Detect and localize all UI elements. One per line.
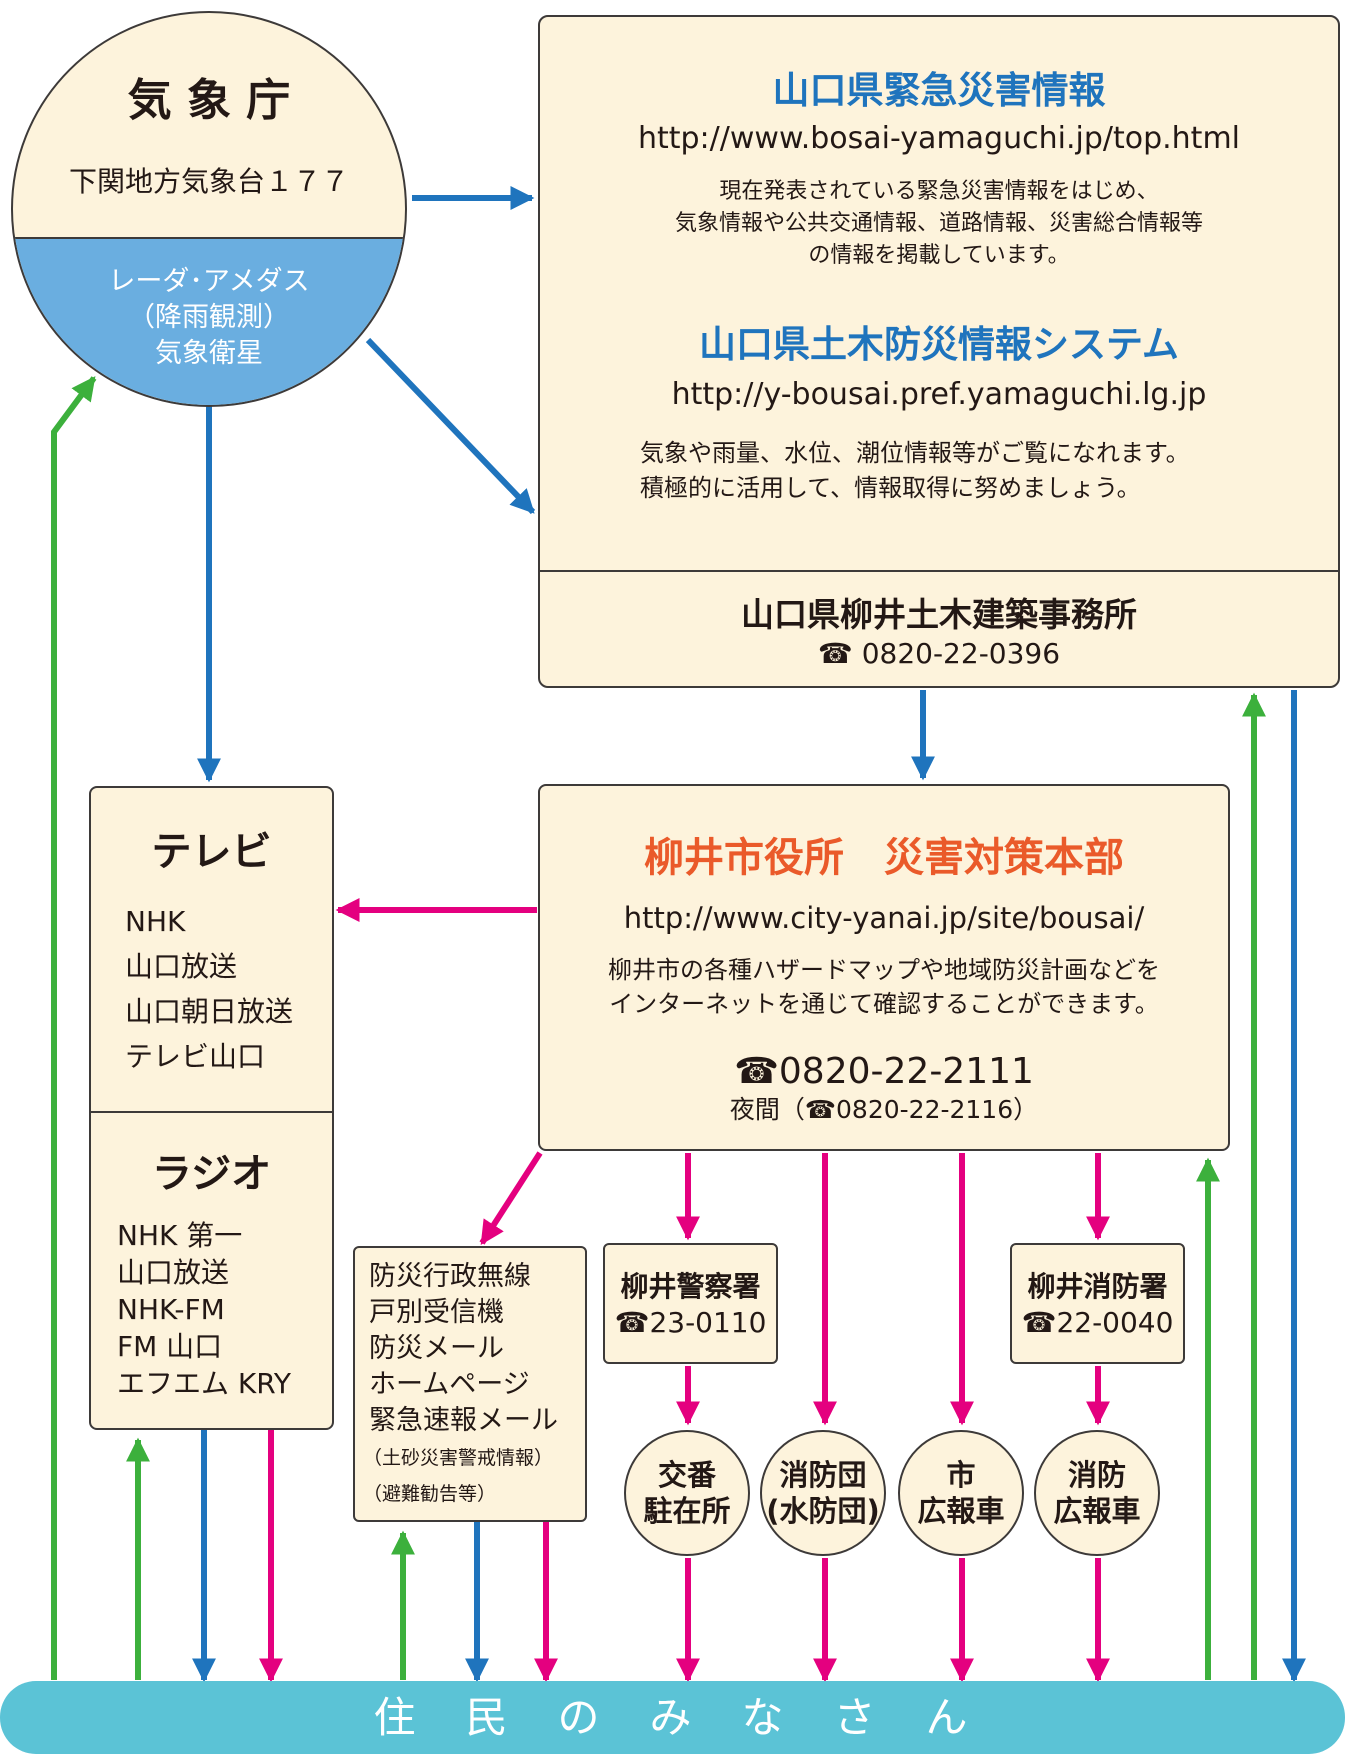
pref-emergency-url[interactable]: http://www.bosai-yamaguchi.jp/top.html [637, 121, 1241, 156]
koban-label-line1: 交番 [657, 1458, 716, 1492]
prefecture-info-box: 山口県緊急災害情報 http://www.bosai-yamaguchi.jp/… [538, 15, 1340, 688]
pref-doboku-url[interactable]: http://y-bousai.pref.yamaguchi.lg.jp [671, 377, 1207, 412]
fire-station-name: 柳井消防署 [1027, 1270, 1168, 1303]
pref-office-phone: ☎ 0820-22-0396 [817, 637, 1061, 670]
jma-title: 気 象 庁 [127, 75, 291, 126]
comm-channels-box: 防災行政無線 戸別受信機 防災メール ホームページ 緊急速報メール （土砂災害警… [353, 1246, 587, 1522]
jma-subtitle: 下関地方気象台１７７ [68, 165, 349, 198]
arrow-city-to-comm [479, 1151, 543, 1246]
comm-item: 戸別受信機 [369, 1297, 504, 1328]
fire-car-label-line2: 広報車 [1053, 1494, 1141, 1528]
pref-emergency-desc-line1: 現在発表されている緊急災害情報をはじめ、 [719, 179, 1159, 204]
comm-note: （避難勧告等） [363, 1483, 497, 1505]
residents-label: 住 民 の み な さ ん [373, 1693, 972, 1742]
radio-station: FM 山口 [117, 1330, 223, 1363]
shobodan-circle: 消防団 (水防団) [760, 1430, 886, 1556]
radio-station: NHK-FM [117, 1293, 225, 1326]
city-car-circle: 市 広報車 [898, 1430, 1024, 1556]
tv-title: テレビ [151, 829, 272, 875]
tv-radio-divider [91, 1111, 332, 1113]
jma-circle: 気 象 庁 下関地方気象台１７７ レーダ･アメダス （降雨観測） 気象衛星 [11, 11, 407, 407]
observation-line1: レーダ･アメダス [108, 266, 310, 297]
comm-item: 防災行政無線 [369, 1261, 531, 1292]
radio-station: NHK 第一 [117, 1219, 243, 1252]
observation-band [13, 237, 405, 405]
comm-item: 防災メール [369, 1333, 504, 1364]
city-hq-box: 柳井市役所 災害対策本部 http://www.city-yanai.jp/si… [538, 784, 1230, 1151]
city-hq-desc-line1: 柳井市の各種ハザードマップや地域防災計画などを [608, 956, 1160, 984]
city-hq-phone: ☎0820-22-2111 [734, 1051, 1034, 1092]
comm-item: ホームページ [369, 1369, 530, 1400]
city-hq-desc-line2: インターネットを通じて確認することができます。 [609, 990, 1159, 1018]
pref-emergency-title: 山口県緊急災害情報 [772, 69, 1106, 112]
tv-radio-box: テレビ NHK 山口放送 山口朝日放送 テレビ山口 ラジオ NHK 第一 山口放… [89, 786, 334, 1430]
koban-label-line2: 駐在所 [643, 1494, 731, 1528]
comm-item: 緊急速報メール [369, 1405, 558, 1436]
shobodan-label-line2: (水防団) [766, 1494, 880, 1528]
koban-circle: 交番 駐在所 [624, 1430, 750, 1556]
shobodan-label-line1: 消防団 [779, 1458, 867, 1492]
observation-line2: （降雨観測） [128, 302, 290, 333]
police-phone: ☎23-0110 [614, 1306, 767, 1339]
pref-emergency-desc-line3: の情報を掲載しています。 [808, 243, 1070, 268]
police-box: 柳井警察署 ☎23-0110 [603, 1243, 778, 1364]
city-car-label-line2: 広報車 [917, 1494, 1005, 1528]
comm-note: （土砂災害警戒情報） [363, 1447, 554, 1469]
fire-car-circle: 消防 広報車 [1034, 1430, 1160, 1556]
city-car-label-line1: 市 [946, 1458, 976, 1492]
city-hq-night-phone: 夜間（☎0820-22-2116） [729, 1095, 1039, 1124]
fire-car-label-line1: 消防 [1067, 1458, 1126, 1492]
pref-office-divider [540, 570, 1338, 572]
pref-doboku-desc-line2: 積極的に活用して、情報取得に努めましょう。 [640, 474, 1141, 502]
tv-channel: テレビ山口 [125, 1040, 266, 1073]
tv-channel: 山口朝日放送 [125, 995, 294, 1028]
arrow-residents-to-jma [51, 376, 97, 1680]
radio-title: ラジオ [151, 1151, 272, 1197]
radio-station: 山口放送 [117, 1256, 230, 1289]
pref-emergency-desc-line2: 気象情報や公共交通情報、道路情報、災害総合情報等 [674, 211, 1203, 236]
fire-station-phone: ☎22-0040 [1021, 1306, 1174, 1339]
city-hq-url[interactable]: http://www.city-yanai.jp/site/bousai/ [623, 901, 1145, 935]
pref-doboku-desc-line1: 気象や雨量、水位、潮位情報等がご覧になれます。 [640, 439, 1190, 467]
pref-office-name: 山口県柳井土木建築事務所 [741, 595, 1137, 634]
police-name: 柳井警察署 [620, 1270, 761, 1303]
tv-channel: 山口放送 [125, 950, 238, 983]
observation-line3: 気象衛星 [155, 338, 263, 369]
residents-bar: 住 民 の み な さ ん [0, 1681, 1345, 1754]
pref-doboku-title: 山口県土木防災情報システム [699, 323, 1179, 366]
fire-station-box: 柳井消防署 ☎22-0040 [1010, 1243, 1185, 1364]
city-hq-title: 柳井市役所 災害対策本部 [644, 835, 1124, 881]
tv-channel: NHK [125, 905, 186, 938]
radio-station: エフエム KRY [117, 1367, 292, 1400]
